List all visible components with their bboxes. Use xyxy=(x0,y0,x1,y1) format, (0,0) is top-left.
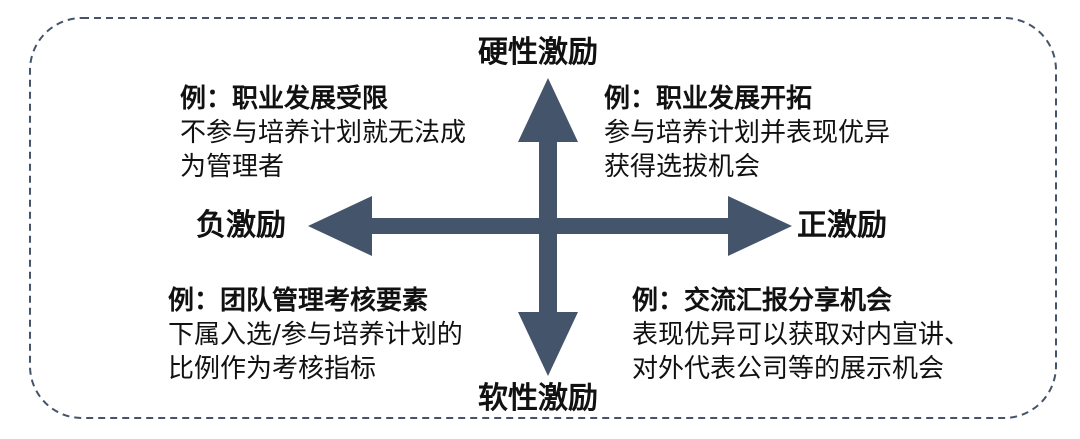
dashed-frame xyxy=(29,17,1057,419)
quadrant-text-line: 表现优异可以获取对内宣讲、 xyxy=(632,320,971,350)
quadrant-top-right: 例：职业发展开拓 参与培养计划并表现优异 获得选拔机会 xyxy=(604,82,890,184)
quadrant-text-line: 获得选拔机会 xyxy=(604,152,761,182)
quadrant-bottom-left: 例：团队管理考核要素 下属入选/参与培养计划的 比例作为考核指标 xyxy=(168,284,463,386)
axis-label-right: 正激励 xyxy=(797,208,887,243)
quadrant-title: 例：职业发展受限 xyxy=(180,84,389,114)
axis-label-bottom: 软性激励 xyxy=(478,381,598,416)
quadrant-title: 例：交流汇报分享机会 xyxy=(632,286,893,316)
quadrant-title: 例：职业发展开拓 xyxy=(604,84,813,114)
axis-label-left: 负激励 xyxy=(196,208,286,243)
quadrant-bottom-right: 例：交流汇报分享机会 表现优异可以获取对内宣讲、 对外代表公司等的展示机会 xyxy=(632,284,970,386)
quadrant-top-left: 例：职业发展受限 不参与培养计划就无法成 为管理者 xyxy=(180,82,466,184)
axis-label-top: 硬性激励 xyxy=(478,35,598,70)
vertical-double-arrow xyxy=(518,78,578,376)
quadrant-text-line: 比例作为考核指标 xyxy=(168,354,377,384)
quadrant-title: 例：团队管理考核要素 xyxy=(168,286,429,316)
quadrant-text-line: 不参与培养计划就无法成 xyxy=(180,118,467,148)
quadrant-text-line: 对外代表公司等的展示机会 xyxy=(632,354,945,384)
quadrant-text-line: 为管理者 xyxy=(180,152,285,182)
quadrant-text-line: 参与培养计划并表现优异 xyxy=(604,118,891,148)
quadrant-text-line: 下属入选/参与培养计划的 xyxy=(168,320,463,350)
